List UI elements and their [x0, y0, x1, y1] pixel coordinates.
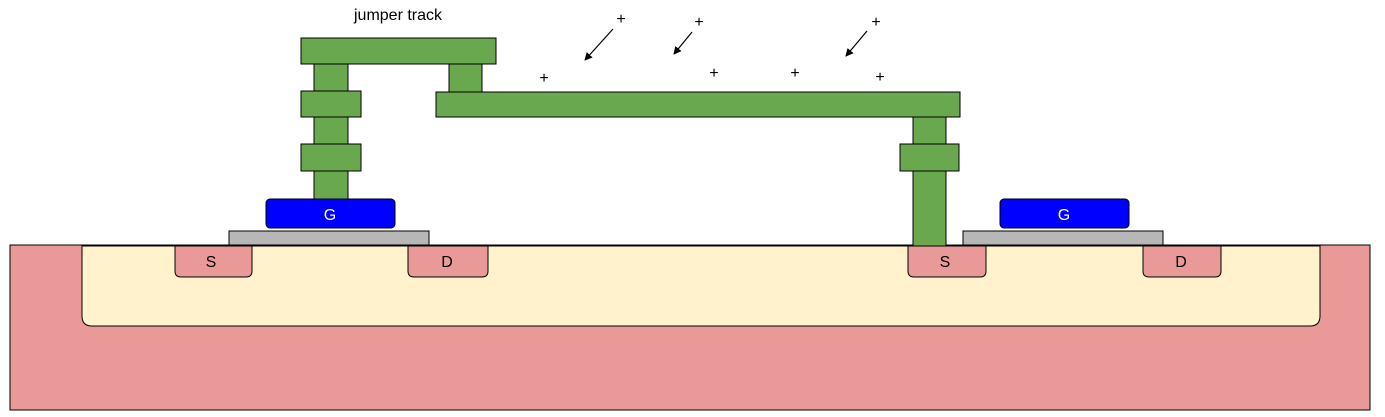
gate-oxide-left — [228, 230, 430, 246]
charge-plus: + — [790, 65, 799, 82]
via-stack-right — [912, 116, 947, 247]
drain-region-right — [1142, 245, 1222, 278]
jumper-track — [300, 37, 497, 65]
charge-plus: + — [875, 69, 884, 86]
charge-arrow — [673, 31, 693, 55]
charge-plus: + — [616, 11, 625, 28]
charge-plus: + — [709, 65, 718, 82]
source-right-label: S — [940, 254, 951, 271]
gate-left-label: G — [324, 207, 336, 224]
charge-arrow — [845, 30, 868, 57]
charge-plus: + — [539, 70, 548, 87]
drain-right-label: D — [1175, 254, 1187, 271]
charge-plus: + — [694, 14, 703, 31]
via-pad-left-lower — [300, 143, 362, 172]
source-left-label: S — [206, 254, 217, 271]
jumper-track-label: jumper track — [353, 7, 443, 24]
drain-left-label: D — [441, 254, 453, 271]
well-region — [81, 245, 1321, 327]
via-pad-right — [899, 143, 960, 172]
charge-plus: + — [871, 14, 880, 31]
jumper-via-right — [448, 63, 483, 93]
metal-line — [435, 91, 961, 118]
gate-right — [999, 198, 1130, 229]
via-stack-left — [313, 63, 349, 200]
drain-region-left — [407, 245, 489, 278]
source-region-left — [174, 245, 253, 278]
via-pad-left-upper — [300, 90, 362, 118]
gate-oxide-right — [962, 230, 1164, 246]
source-region-right — [907, 245, 987, 278]
gate-right-label: G — [1058, 207, 1070, 224]
charge-arrow — [584, 28, 614, 61]
